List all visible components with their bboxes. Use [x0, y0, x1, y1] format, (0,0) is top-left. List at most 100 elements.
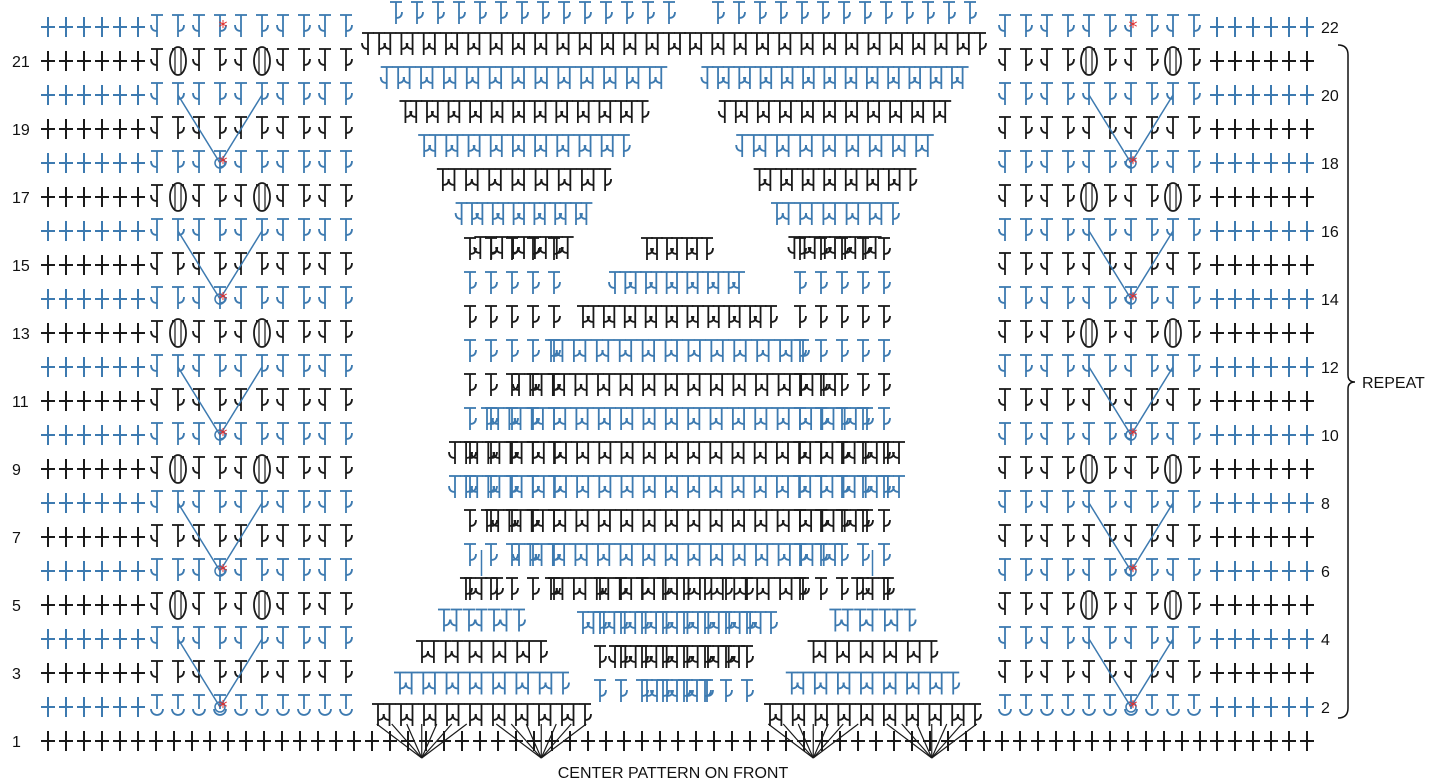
post-stitch-icon [172, 423, 184, 445]
post-stitch-icon [829, 374, 841, 396]
post-stitch-icon [298, 83, 310, 105]
post-stitch-icon [1167, 253, 1179, 275]
post-stitch-icon [298, 117, 310, 139]
post-stitch-icon [1062, 661, 1074, 683]
single-crochet-icon [113, 187, 127, 207]
post-stitch-icon [1188, 151, 1200, 173]
single-crochet-icon [743, 731, 757, 751]
post-stitch-icon [277, 287, 289, 309]
post-stitch-icon [476, 704, 488, 726]
post-stitch-icon [794, 510, 806, 532]
post-stitch-icon [319, 151, 331, 173]
post-stitch-icon [649, 408, 661, 430]
row-number-left: 11 [12, 394, 29, 411]
single-crochet-icon [1246, 289, 1260, 309]
single-crochet-icon [1282, 187, 1296, 207]
single-crochet-icon [851, 731, 865, 751]
post-stitch-icon [256, 287, 268, 309]
post-stitch-icon [553, 169, 565, 191]
post-stitch-icon [1041, 423, 1053, 445]
single-crochet-icon [1210, 357, 1224, 377]
post-stitch-icon [1041, 593, 1053, 615]
row-number-left: 3 [12, 666, 21, 683]
post-stitch-icon [831, 641, 843, 663]
half-double-crochet-icon [319, 695, 331, 715]
post-stitch-icon [638, 476, 650, 498]
post-stitch-icon [794, 203, 806, 225]
post-stitch-icon [805, 408, 817, 430]
single-crochet-icon [311, 731, 325, 751]
post-stitch-icon [775, 704, 787, 726]
post-stitch-icon [298, 559, 310, 581]
post-stitch-icon [787, 704, 799, 726]
post-stitch-icon [786, 578, 798, 600]
post-stitch-icon [616, 476, 628, 498]
post-stitch-icon [1167, 389, 1179, 411]
post-stitch-icon [569, 374, 581, 396]
post-stitch-icon [999, 423, 1011, 445]
post-stitch-icon [298, 593, 310, 615]
single-crochet-icon [59, 561, 73, 581]
post-stitch-icon [794, 340, 806, 362]
single-crochet-icon [59, 697, 73, 717]
post-stitch-icon [298, 185, 310, 207]
post-stitch-icon [1146, 423, 1158, 445]
post-stitch-icon [878, 704, 890, 726]
post-stitch-icon [471, 476, 483, 498]
post-stitch-icon [533, 704, 545, 726]
post-stitch-icon [485, 272, 497, 294]
post-stitch-icon [771, 442, 783, 464]
single-crochet-icon [77, 493, 91, 513]
post-stitch-icon [607, 33, 619, 55]
single-crochet-icon [131, 17, 145, 37]
single-crochet-icon [563, 731, 577, 751]
post-stitch-icon [151, 253, 163, 275]
row-number-right: 8 [1321, 496, 1330, 513]
post-stitch-icon [832, 704, 844, 726]
post-stitch-icon [784, 544, 796, 566]
post-stitch-icon [1188, 559, 1200, 581]
row-number-right: 14 [1321, 292, 1339, 309]
single-crochet-icon [509, 731, 523, 751]
post-stitch-icon [610, 67, 622, 89]
post-stitch-icon [235, 151, 247, 173]
single-crochet-icon [1300, 697, 1314, 717]
post-stitch-icon [829, 33, 841, 55]
post-stitch-icon [739, 374, 751, 396]
post-stitch-icon [899, 135, 911, 157]
post-stitch-icon [852, 203, 864, 225]
single-crochet-icon [1300, 391, 1314, 411]
post-stitch-icon [774, 340, 786, 362]
single-crochet-icon [95, 629, 109, 649]
single-crochet-icon [131, 731, 145, 751]
post-stitch-icon [773, 33, 785, 55]
single-crochet-icon [1282, 51, 1296, 71]
post-stitch-icon [642, 2, 654, 24]
post-stitch-icon [558, 2, 570, 24]
post-stitch-icon [482, 476, 494, 498]
half-double-crochet-icon [1062, 695, 1074, 715]
post-stitch-icon [626, 544, 638, 566]
post-stitch-icon [1125, 389, 1137, 411]
post-stitch-icon [720, 680, 732, 702]
post-stitch-icon [298, 389, 310, 411]
single-crochet-icon [95, 85, 109, 105]
single-crochet-icon [1300, 595, 1314, 615]
post-stitch-icon [632, 67, 644, 89]
post-stitch-icon [438, 67, 450, 89]
post-stitch-icon [1104, 185, 1116, 207]
post-stitch-icon [277, 491, 289, 513]
marker-asterisk-icon: * [219, 561, 228, 582]
post-stitch-icon [1146, 83, 1158, 105]
post-stitch-icon [1020, 593, 1032, 615]
single-crochet-icon [1246, 187, 1260, 207]
post-stitch-icon [593, 510, 605, 532]
post-stitch-icon [999, 627, 1011, 649]
post-stitch-icon [1104, 457, 1116, 479]
single-crochet-icon [59, 663, 73, 683]
post-stitch-icon [652, 33, 664, 55]
post-stitch-icon [761, 374, 773, 396]
post-stitch-icon [871, 476, 883, 498]
post-stitch-icon [741, 646, 753, 668]
post-stitch-icon [548, 408, 560, 430]
